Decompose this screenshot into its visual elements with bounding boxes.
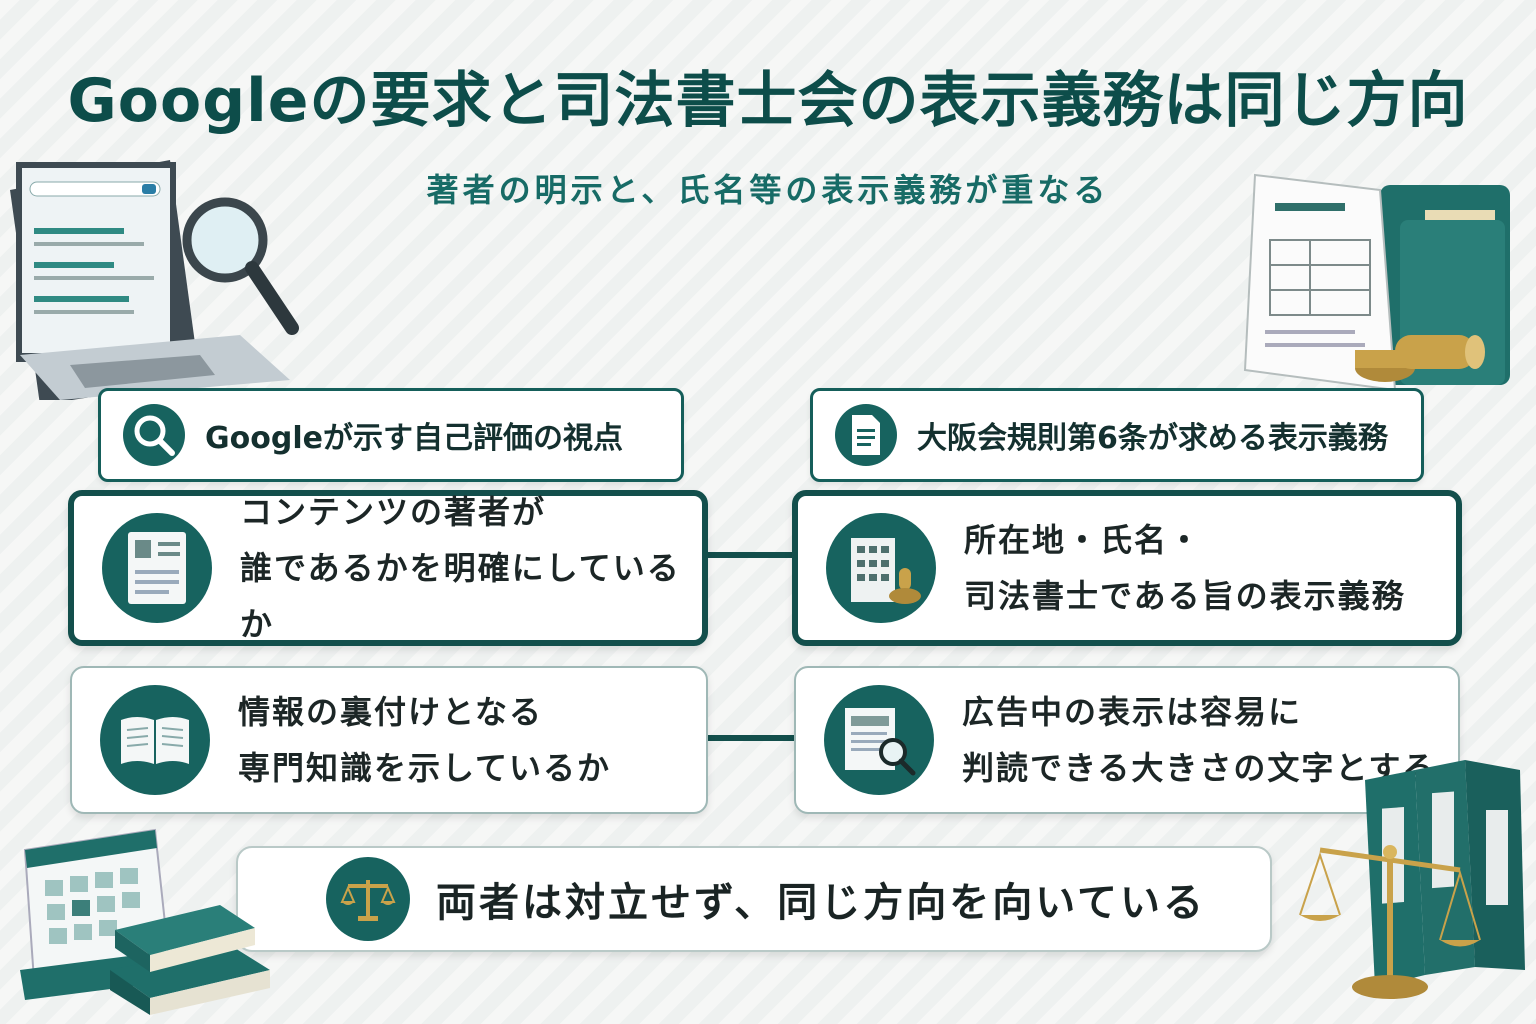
right-header-label: 大阪会規則第6条が求める表示義務 [917, 421, 1388, 456]
card-line: 判読できる大きさの文字とする [962, 749, 1437, 787]
open-book-icon [100, 685, 210, 795]
left-header-label: Googleが示す自己評価の視点 [205, 421, 623, 456]
office-stamp-icon [826, 513, 936, 623]
right-card-display-duty-text: 所在地・氏名・ 司法書士である旨の表示義務 [964, 512, 1406, 624]
card-line: 誰であるかを明確にしているか [240, 549, 681, 643]
page-subtitle: 著者の明示と、氏名等の表示義務が重なる [426, 171, 1110, 209]
calendar-books-illustration [20, 828, 270, 1015]
right-card-legibility-text: 広告中の表示は容易に 判読できる大きさの文字とする [962, 684, 1436, 796]
card-line: コンテンツの著者が [240, 493, 547, 531]
scales-icon [326, 857, 410, 941]
profile-card-icon [102, 513, 212, 623]
card-line: 専門知識を示しているか [238, 749, 612, 787]
left-card-expertise-text: 情報の裏付けとなる 専門知識を示しているか [238, 684, 611, 796]
binders-scales-illustration [1299, 760, 1525, 999]
card-line: 情報の裏付けとなる [238, 693, 544, 731]
conclusion-box: 両者は対立せず、同じ方向を向いている [236, 846, 1272, 952]
right-card-display-duty: 所在地・氏名・ 司法書士である旨の表示義務 [792, 490, 1462, 646]
left-header: Googleが示す自己評価の視点 [98, 388, 684, 482]
left-card-author-text: コンテンツの著者が 誰であるかを明確にしているか [240, 484, 702, 652]
book-stack-icon [110, 905, 270, 1015]
row2-connector [706, 735, 796, 741]
conclusion-label: 両者は対立せず、同じ方向を向いている [436, 880, 1206, 926]
card-line: 司法書士である旨の表示義務 [964, 577, 1406, 615]
card-line: 所在地・氏名・ [964, 521, 1203, 559]
laptop-search-illustration [10, 160, 299, 400]
scales-icon [1299, 845, 1481, 999]
laptop-icon [10, 160, 290, 400]
magnifier-icon [182, 197, 299, 335]
right-card-legibility: 広告中の表示は容易に 判読できる大きさの文字とする [794, 666, 1460, 814]
left-card-author: コンテンツの著者が 誰であるかを明確にしているか [68, 490, 708, 646]
document-icon [835, 404, 897, 466]
document-icon [1243, 173, 1397, 392]
page-title: Googleの要求と司法書士会の表示義務は同じ方向 [67, 66, 1469, 136]
right-header: 大阪会規則第6条が求める表示義務 [810, 388, 1424, 482]
row1-connector [706, 552, 796, 558]
documents-stamp-illustration [1243, 173, 1510, 392]
left-card-expertise: 情報の裏付けとなる 専門知識を示しているか [70, 666, 708, 814]
search-icon [123, 404, 185, 466]
card-line: 広告中の表示は容易に [962, 693, 1303, 731]
stamp-icon [1355, 335, 1485, 382]
document-magnifier-icon [824, 685, 934, 795]
